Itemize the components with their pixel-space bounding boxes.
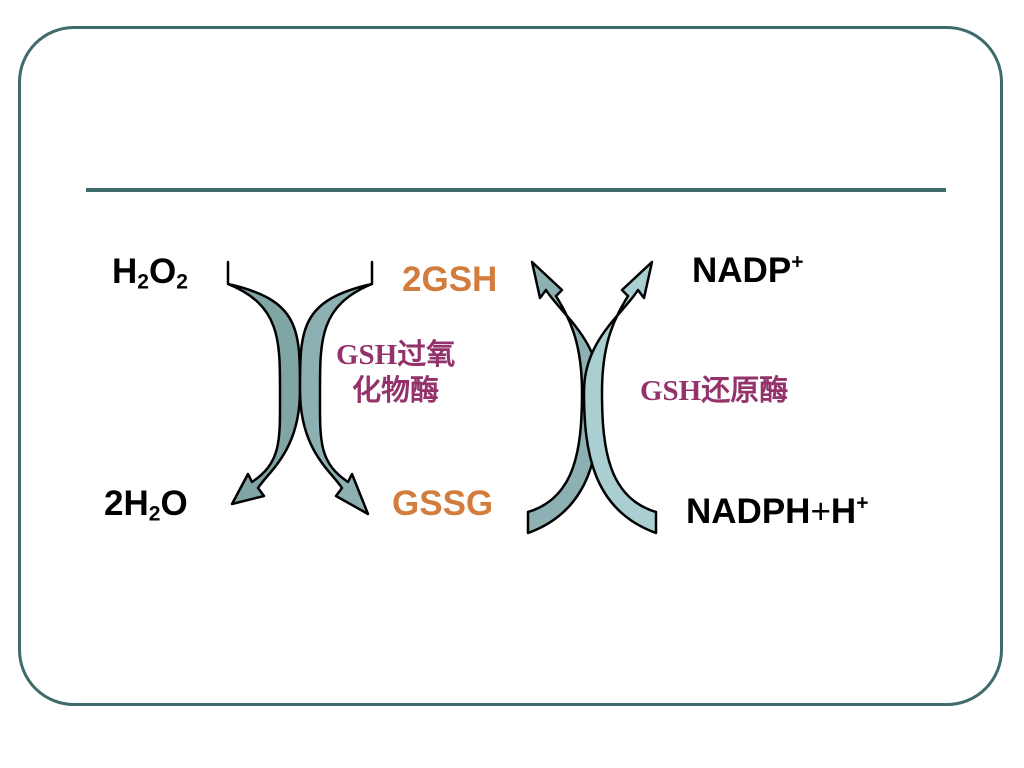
title-divider [86, 188, 946, 192]
label-nadp-plus: NADP+ [692, 250, 804, 290]
label-nadph-h-plus: NADPH+H+ [686, 491, 869, 531]
label-gssg: GSSG [392, 484, 494, 523]
enzyme-gsh-peroxidase: GSH过氧 化物酶 [336, 337, 455, 410]
label-2gsh: 2GSH [402, 260, 498, 299]
label-h2o2: H2O2 [112, 252, 188, 294]
slide-frame [18, 26, 1003, 706]
arrow-nadph-to-nadp [582, 260, 658, 535]
arrow-gsh-to-gssg [298, 260, 374, 516]
enzyme-gsh-peroxidase-line2: 化物酶 [352, 375, 440, 408]
enzyme-gsh-peroxidase-line1: GSH过氧 [336, 339, 456, 371]
enzyme-gsh-reductase: GSH还原酶 [640, 375, 789, 407]
arrow-h2o2-to-h2o [226, 260, 302, 506]
label-2h2o: 2H2O [104, 484, 188, 526]
